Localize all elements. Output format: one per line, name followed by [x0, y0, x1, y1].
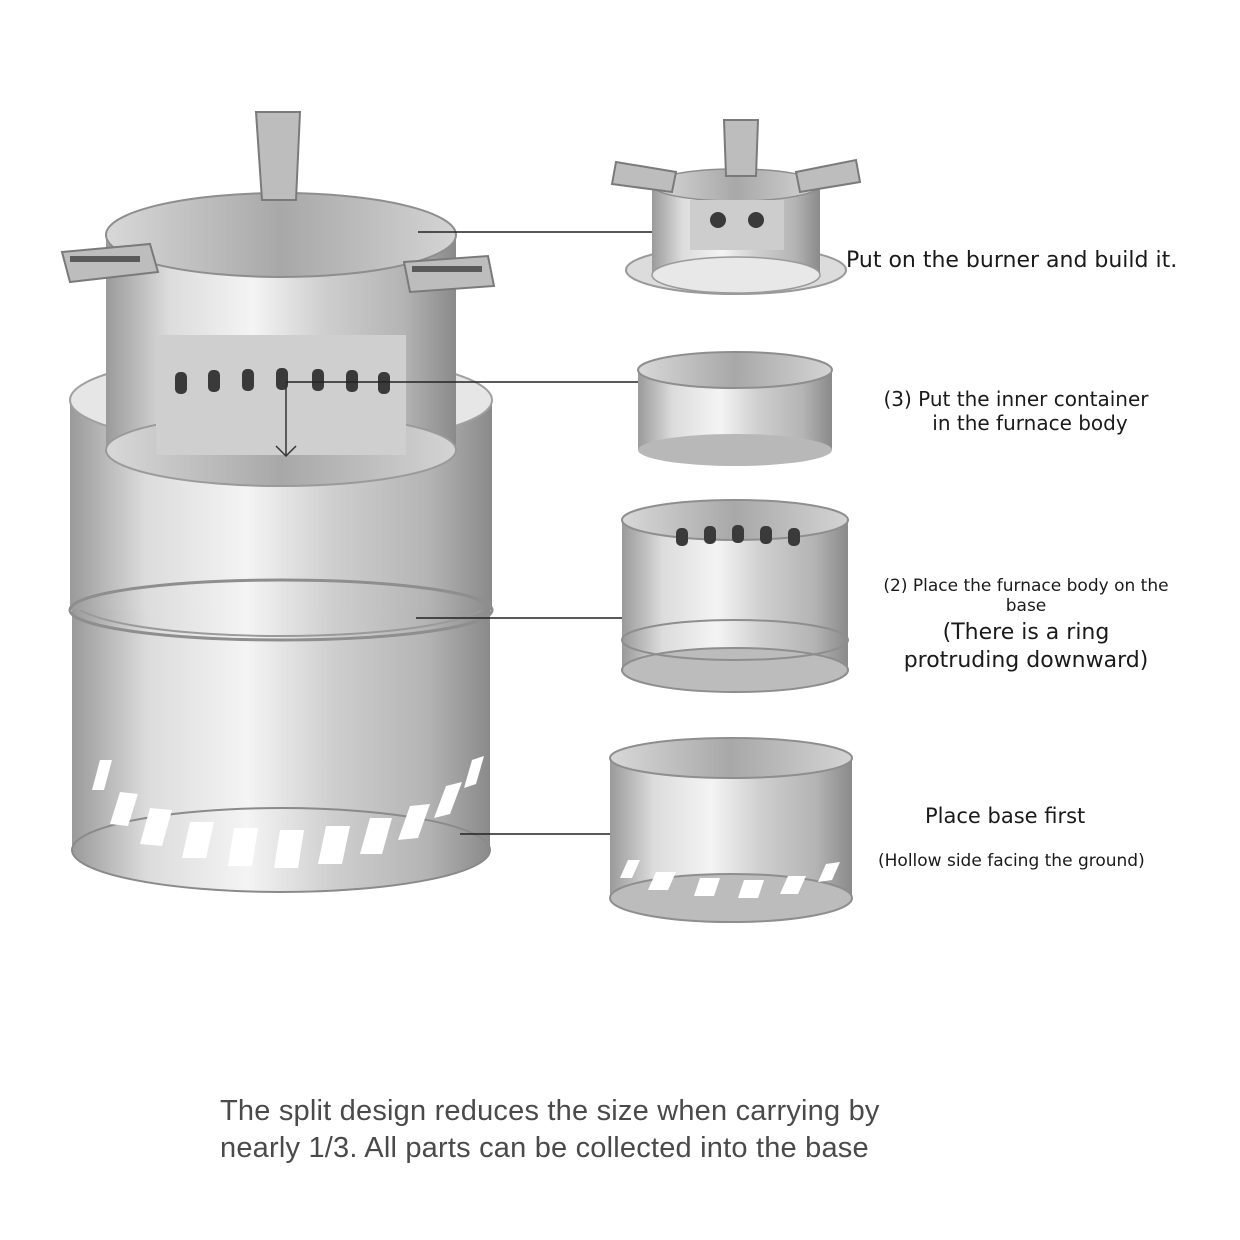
label-inner-container-step: (3) Put the inner container in the furna…	[866, 387, 1166, 435]
part-base	[609, 737, 853, 923]
body-note-line2: protruding downward)	[903, 648, 1149, 674]
body-step-line1: (2) Place the furnace body on the	[883, 576, 1169, 596]
label-base-note: (Hollow side facing the ground)	[878, 851, 1145, 871]
body-step-line2: base	[1005, 596, 1047, 617]
burner-step-text: Put on the burner and build it.	[846, 248, 1178, 273]
base-step-note: (Hollow side facing the ground)	[878, 851, 1145, 871]
base-step-title: Place base first	[925, 804, 1086, 828]
caption-line2: nearly 1/3. All parts can be collected i…	[220, 1132, 869, 1165]
body-note-line1: (There is a ring	[942, 619, 1110, 645]
part-burner	[610, 119, 862, 295]
label-burner-step: Put on the burner and build it.	[846, 248, 1177, 274]
pot-supports	[60, 111, 496, 294]
inner-step-line1: (3) Put the inner container	[883, 387, 1149, 411]
label-base-step: Place base first	[925, 804, 1085, 829]
inner-vent-slots	[175, 368, 390, 394]
part-furnace-body	[621, 499, 849, 693]
caption: The split design reduces the size when c…	[220, 1093, 1020, 1167]
assembled-burner	[60, 111, 496, 487]
assembled-stove	[60, 111, 496, 893]
label-furnace-body-step: (2) Place the furnace body on the base (…	[866, 576, 1186, 676]
part-inner-container	[637, 351, 833, 466]
caption-line1: The split design reduces the size when c…	[220, 1095, 880, 1127]
assembled-base	[71, 563, 491, 893]
base-vent-holes	[92, 756, 484, 868]
insert-arrow	[275, 382, 297, 458]
inner-step-line2: in the furnace body	[932, 411, 1128, 435]
